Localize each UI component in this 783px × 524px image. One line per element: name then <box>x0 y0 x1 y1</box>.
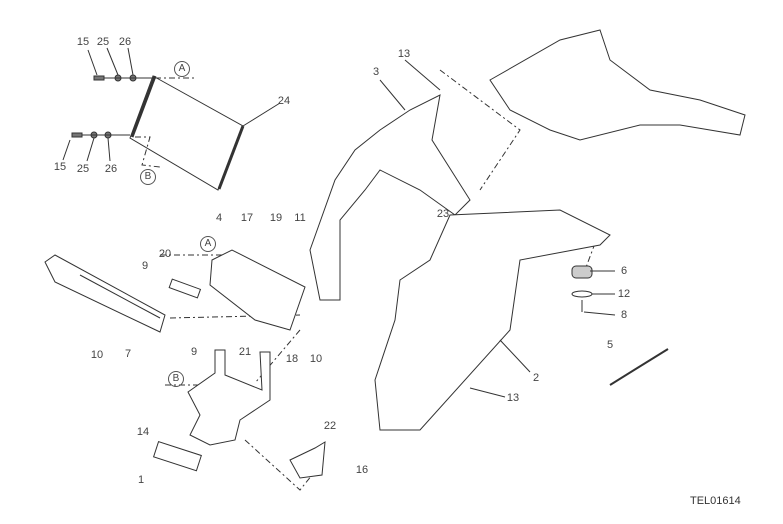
side-bracket-7 <box>44 254 166 333</box>
part-label-25: 25 <box>96 36 110 48</box>
part-label-4: 4 <box>215 212 223 224</box>
cover-22 <box>289 441 326 479</box>
view-marker-a: A <box>174 61 190 77</box>
part-label-8: 8 <box>620 309 628 321</box>
part-label-9: 9 <box>190 346 198 358</box>
part-label-12: 12 <box>617 288 631 300</box>
rubber-pad-6 <box>571 265 593 279</box>
part-label-26: 26 <box>104 163 118 175</box>
part-label-9: 9 <box>141 260 149 272</box>
drawing-code: TEL01614 <box>690 495 741 507</box>
part-label-18: 18 <box>285 353 299 365</box>
part-label-22: 22 <box>323 420 337 432</box>
part-label-7: 7 <box>124 348 132 360</box>
reflector-1 <box>152 440 202 472</box>
part-label-17: 17 <box>240 212 254 224</box>
part-label-15: 15 <box>53 161 67 173</box>
license-plate-frame-24 <box>129 75 281 191</box>
part-label-23: 23 <box>436 208 450 220</box>
part-label-26: 26 <box>118 36 132 48</box>
part-label-25: 25 <box>76 163 90 175</box>
part-label-2: 2 <box>532 372 540 384</box>
part-label-20: 20 <box>158 248 172 260</box>
part-label-16: 16 <box>355 464 369 476</box>
part-label-5: 5 <box>606 339 614 351</box>
view-marker-a: A <box>200 236 216 252</box>
view-marker-b: B <box>168 371 184 387</box>
part-label-24: 24 <box>277 95 291 107</box>
view-marker-b: B <box>140 169 156 185</box>
part-label-13: 13 <box>397 48 411 60</box>
part-label-13: 13 <box>506 392 520 404</box>
part-label-10: 10 <box>90 349 104 361</box>
part-label-21: 21 <box>238 346 252 358</box>
rear-mudguard-3 <box>309 94 471 301</box>
upper-bracket-4 <box>209 249 306 331</box>
part-label-10: 10 <box>309 353 323 365</box>
cable-tie-5 <box>609 348 669 386</box>
part-label-3: 3 <box>372 66 380 78</box>
part-label-15: 15 <box>76 36 90 48</box>
part-label-11: 11 <box>294 212 306 224</box>
rear-subframe-2 <box>374 209 611 431</box>
part-label-19: 19 <box>269 212 283 224</box>
part-label-14: 14 <box>136 426 150 438</box>
part-label-1: 1 <box>137 474 145 486</box>
license-holder-14 <box>187 349 271 446</box>
main-frame <box>489 29 746 141</box>
screws-top <box>62 47 152 162</box>
part-label-6: 6 <box>620 265 628 277</box>
